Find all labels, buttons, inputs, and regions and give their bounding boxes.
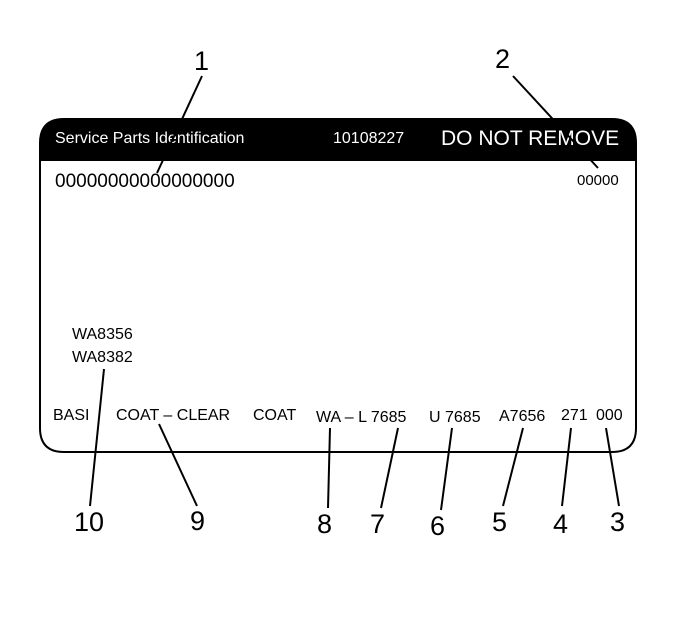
callout-2: 2 <box>495 44 510 74</box>
vin-number: 00000000000000000 <box>55 171 235 192</box>
code-a: A7656 <box>499 408 545 425</box>
leader-line-10 <box>89 368 105 507</box>
label-header-bar <box>39 118 637 161</box>
callout-5: 5 <box>492 507 507 537</box>
leader-line-5 <box>502 427 524 507</box>
code-271: 271 <box>561 407 588 424</box>
callout-6: 6 <box>430 511 445 541</box>
leader-line-7 <box>380 427 399 509</box>
callout-1: 1 <box>194 46 209 76</box>
callout-4: 4 <box>553 509 568 539</box>
leader-line-6 <box>440 427 453 511</box>
callout-7: 7 <box>370 509 385 539</box>
header-part-number: 10108227 <box>333 130 404 147</box>
top-right-code: 00000 <box>577 172 619 189</box>
leader-line-1 <box>156 75 203 174</box>
leader-line-9 <box>158 423 198 507</box>
callout-8: 8 <box>317 509 332 539</box>
leader-line-4 <box>561 427 572 507</box>
option-code-1: WA8356 <box>72 326 133 343</box>
leader-line-3 <box>605 427 620 507</box>
leader-line-2 <box>512 75 599 169</box>
header-warning: DO NOT REMOVE <box>441 127 619 150</box>
header-title: Service Parts Identification <box>55 130 244 147</box>
code-000: 000 <box>596 407 623 424</box>
code-u: U 7685 <box>429 409 481 426</box>
code-coat: COAT <box>253 407 296 424</box>
callout-10: 10 <box>74 507 104 537</box>
code-wa-l: WA – L 7685 <box>316 409 407 426</box>
code-coat-clear: COAT – CLEAR <box>116 407 230 424</box>
label-outline <box>39 159 637 453</box>
option-code-2: WA8382 <box>72 349 133 366</box>
code-basi: BASI <box>53 407 89 424</box>
leader-line-8 <box>327 427 331 509</box>
callout-3: 3 <box>610 507 625 537</box>
callout-9: 9 <box>190 506 205 536</box>
